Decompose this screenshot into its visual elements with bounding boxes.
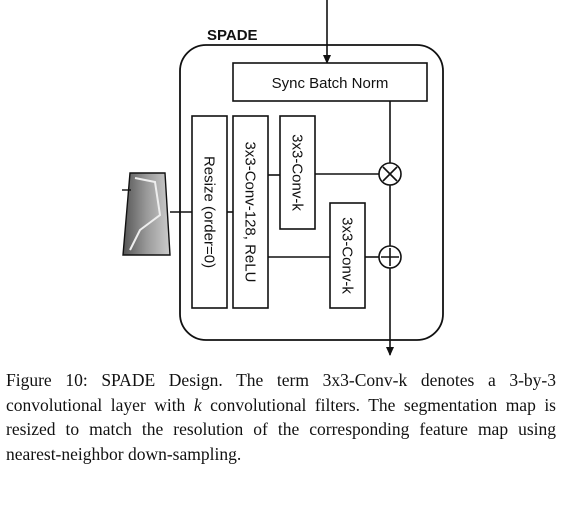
caption-text-pre: The term 3x3-Conv-k denotes a 3-by-3 con…: [6, 370, 556, 415]
caption-text-post: convolutional filters. The segmentation …: [6, 394, 556, 464]
conv-k-top-box: [279, 115, 316, 230]
caption-variable-k: k: [193, 394, 202, 415]
caption-label: Figure 10: SPADE Design.: [6, 370, 223, 390]
spade-diagram: SPADE Sync Batch Norm Resize (order=0) 3…: [122, 0, 444, 356]
sync-batch-norm-label: Sync Batch Norm: [272, 75, 389, 92]
conv128-label: 3x3-Conv-128, ReLU: [242, 142, 259, 283]
conv-k-bottom-label: 3x3-Conv-k: [339, 217, 356, 294]
resize-box: [191, 115, 228, 309]
sync-batch-norm-box: [232, 62, 428, 102]
multiply-icon: [378, 162, 402, 186]
conv128-box: [232, 115, 269, 309]
resize-label: Resize (order=0): [201, 156, 218, 268]
spade-title: SPADE: [207, 27, 258, 44]
add-icon: [378, 245, 402, 269]
segmentation-map-icon: [122, 172, 171, 256]
figure-caption: Figure 10: SPADE Design. The term 3x3-Co…: [6, 368, 556, 466]
spade-container: [179, 44, 444, 341]
conv-k-top-label: 3x3-Conv-k: [289, 134, 306, 211]
conv-k-bottom-box: [329, 202, 366, 309]
